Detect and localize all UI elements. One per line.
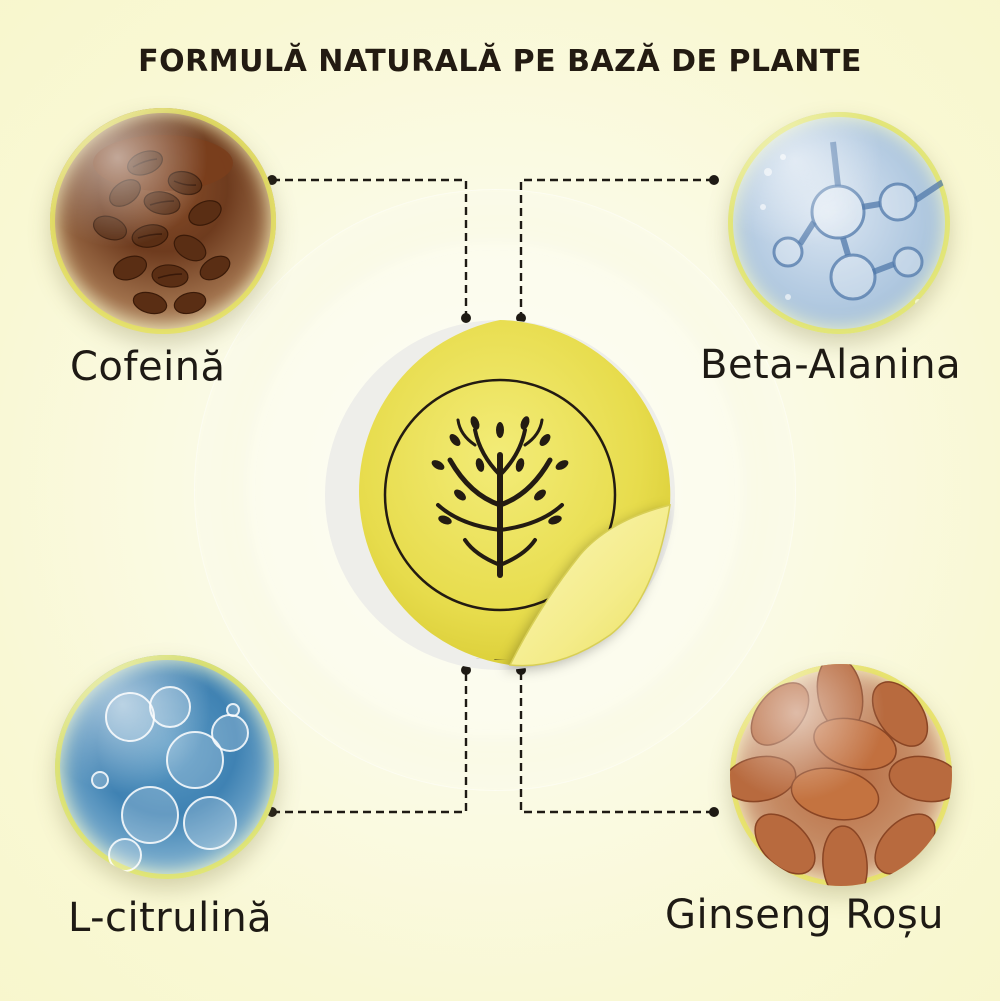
ingredient-bubble-cofeina [50, 108, 276, 334]
ingredient-bubble-ginseng-rosu [730, 664, 952, 886]
energy-patch: ENERGY PATCH ENERGY PATCH [310, 305, 690, 685]
ingredient-bubble-beta-alanina [728, 112, 950, 334]
ingredient-label-beta-alanina: Beta-Alanina [700, 342, 962, 388]
ingredient-label-cofeina: Cofeină [70, 344, 226, 390]
tree-leaves-icon [431, 416, 569, 525]
ingredient-bubble-l-citrulina [55, 655, 279, 879]
patch-curl [508, 503, 671, 667]
tree-icon [436, 418, 564, 578]
ingredient-label-ginseng-rosu: Ginseng Roșu [665, 892, 945, 938]
molecule-liquid-icon [760, 141, 945, 305]
ingredient-label-l-citrulina: L-citrulină [68, 895, 273, 941]
page-title: FORMULĂ NATURALĂ PE BAZĂ DE PLANTE [138, 44, 862, 79]
coffee-beans-icon [92, 135, 233, 315]
molecule-bubbles-icon [91, 686, 249, 872]
ginseng-slices-icon [730, 664, 952, 886]
